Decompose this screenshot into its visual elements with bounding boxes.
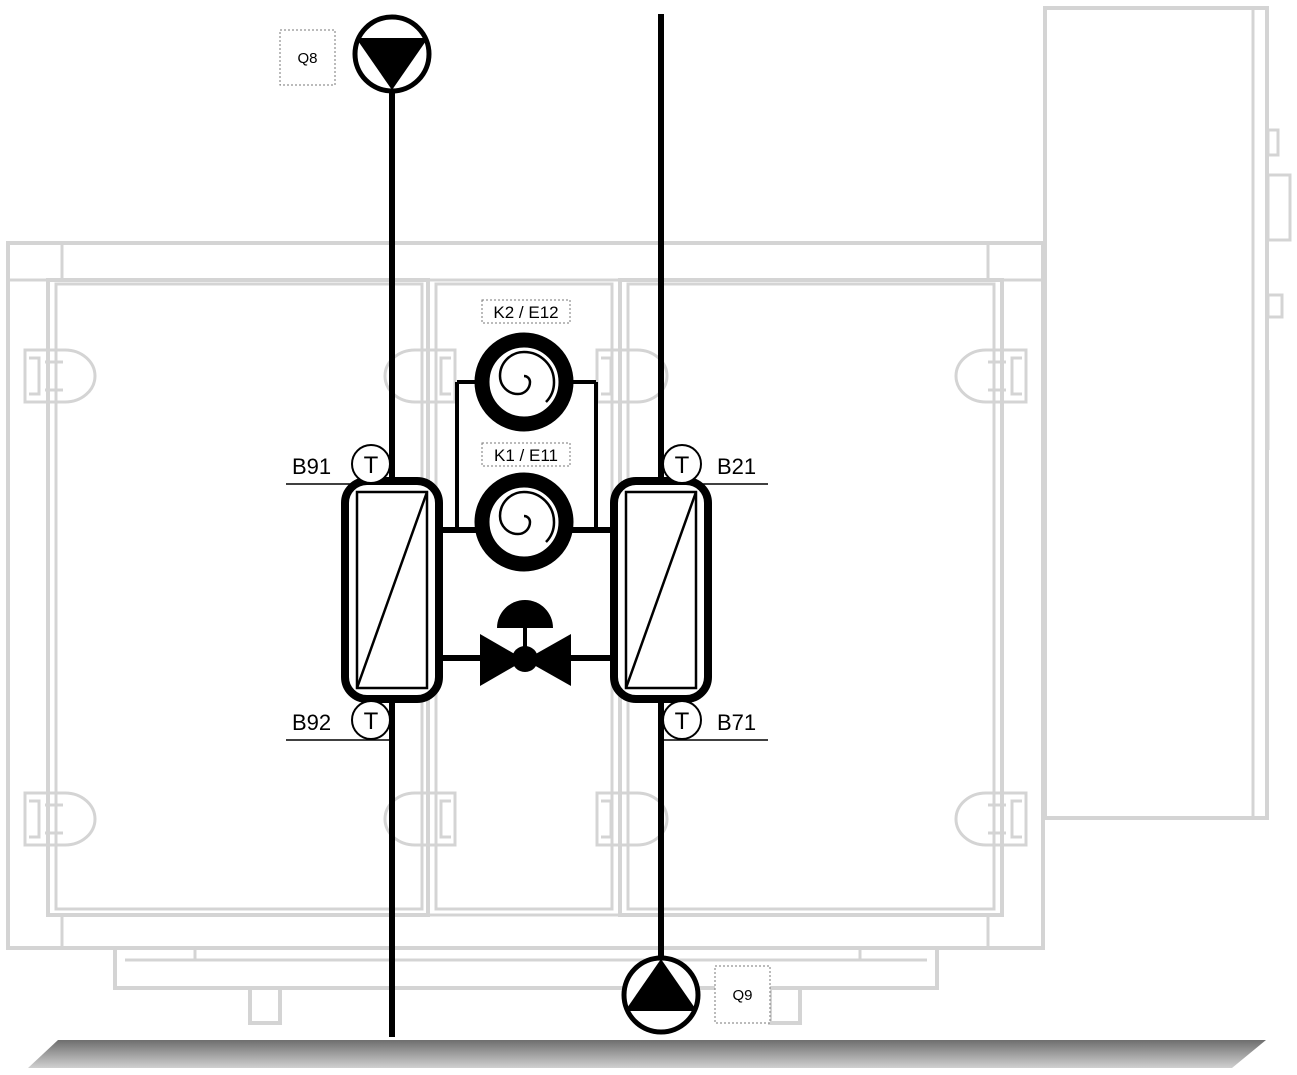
cabinet-latches — [23, 348, 1028, 847]
heat-exchanger-left-icon — [341, 477, 443, 703]
label-box-q8: Q8 — [279, 29, 336, 86]
label-box-q9: Q9 — [714, 965, 771, 1024]
temperature-symbol: T — [675, 452, 690, 479]
temperature-sensor-b71: T B71 — [661, 700, 768, 741]
sensor-label-b21: B21 — [717, 454, 756, 479]
sensor-label-b92: B92 — [292, 710, 331, 735]
compressor-label-k1: K1 / E11 — [494, 446, 558, 465]
sensor-label-b71: B71 — [717, 710, 756, 735]
label-box-k2: K2 / E12 — [481, 299, 571, 324]
floor-shadow — [28, 1040, 1266, 1068]
pump-label-q8: Q8 — [297, 50, 317, 67]
temperature-symbol: T — [364, 452, 379, 479]
heat-exchanger-right-icon — [610, 477, 712, 703]
compressor-k1-icon — [474, 472, 574, 572]
compressor-k2-icon — [474, 332, 574, 432]
expansion-valve-icon — [480, 600, 571, 686]
pump-q9-icon — [621, 955, 701, 1035]
label-box-k1: K1 / E11 — [481, 442, 571, 467]
temperature-symbol: T — [675, 708, 690, 735]
temperature-sensor-b91: T B91 — [286, 444, 392, 485]
pump-q8-icon — [352, 14, 432, 94]
temperature-sensor-b92: T B92 — [286, 700, 392, 741]
pump-label-q9: Q9 — [732, 987, 752, 1004]
compressor-label-k2: K2 / E12 — [493, 303, 558, 322]
temperature-symbol: T — [364, 708, 379, 735]
temperature-sensor-b21: T B21 — [661, 444, 768, 485]
sensor-label-b91: B91 — [292, 454, 331, 479]
